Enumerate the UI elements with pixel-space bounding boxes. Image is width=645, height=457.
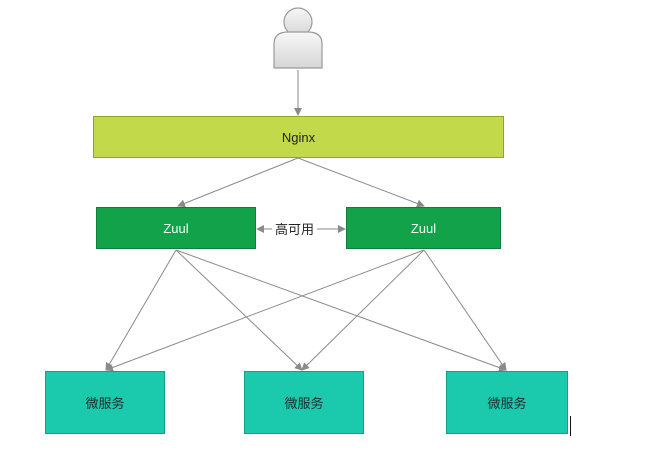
zuul-left-label: Zuul	[163, 220, 189, 236]
microservice-node-1: 微服务	[45, 371, 165, 434]
edge-zuul-right-svc3	[423, 249, 507, 371]
zuul-node-left: Zuul	[96, 207, 256, 249]
high-availability-label: 高可用	[272, 219, 318, 238]
edge-nginx-zuul-left	[177, 157, 299, 208]
microservice-3-label: 微服务	[487, 396, 527, 411]
edge-zuul-left-svc2	[175, 249, 303, 371]
zuul-node-right: Zuul	[346, 207, 501, 249]
nginx-node: Nginx	[93, 116, 504, 158]
microservice-1-label: 微服务	[85, 396, 125, 411]
text-cursor	[570, 416, 571, 436]
edge-zuul-left-svc3	[175, 249, 507, 372]
edge-nginx-zuul-right	[297, 157, 425, 208]
edge-zuul-right-svc1	[105, 249, 425, 372]
user-icon	[273, 7, 323, 69]
microservice-node-3: 微服务	[446, 371, 568, 434]
edge-zuul-left-svc1	[105, 249, 177, 371]
zuul-right-label: Zuul	[410, 220, 437, 236]
edges	[105, 70, 507, 372]
edge-zuul-right-svc2	[301, 249, 425, 371]
microservice-2-label: 微服务	[284, 396, 324, 411]
microservice-node-2: 微服务	[244, 371, 364, 434]
nginx-label: Nginx	[281, 129, 316, 145]
